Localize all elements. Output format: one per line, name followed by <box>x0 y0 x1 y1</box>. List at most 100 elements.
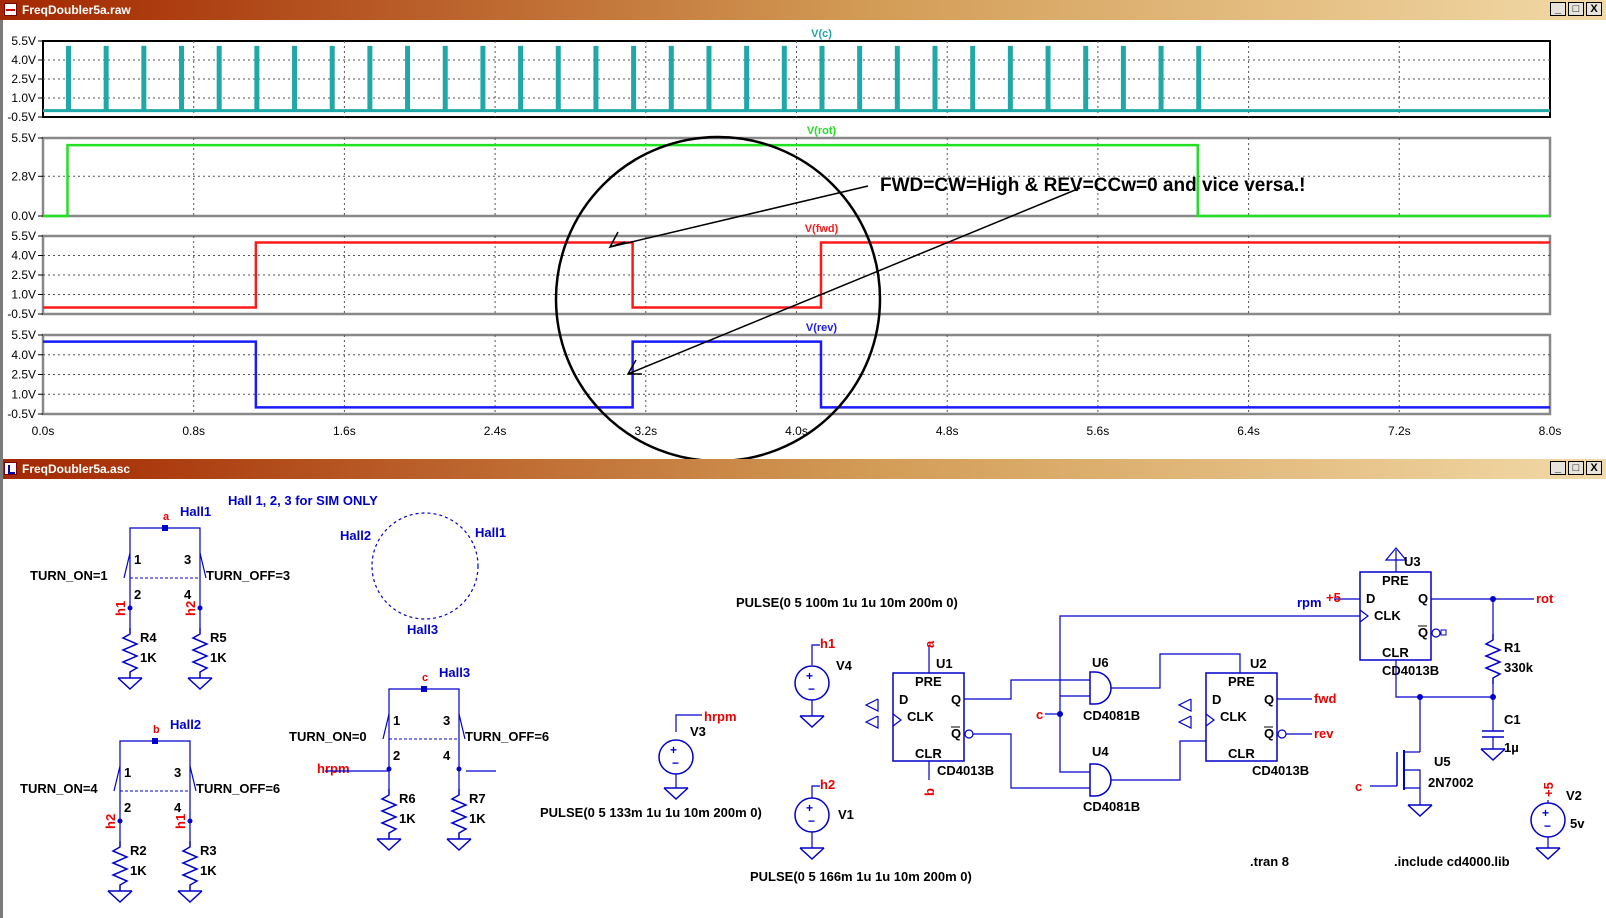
net-label-h2: h2 <box>820 777 835 792</box>
svg-text:−: − <box>808 814 815 828</box>
source-v2[interactable]: +5 +− V2 5v <box>1530 782 1585 860</box>
svg-text:Q: Q <box>1418 591 1428 606</box>
svg-text:2: 2 <box>124 800 131 815</box>
hall-ring-label-1: Hall1 <box>475 525 506 540</box>
annotation-text: FWD=CW=High & REV=CCw=0 and vice versa.! <box>880 175 1306 196</box>
source-v4[interactable]: PULSE(0 5 100m 1u 1u 10m 200m 0) h1 +− V… <box>736 595 958 728</box>
tran-directive: .tran 8 <box>1250 854 1289 869</box>
v1-pulse: PULSE(0 5 166m 1u 1u 10m 200m 0) <box>750 869 972 884</box>
svg-text:3: 3 <box>443 713 450 728</box>
trace-vrot <box>43 143 1550 218</box>
resistor-r1[interactable]: R1 330k <box>1485 599 1534 685</box>
y-tick-label: -0.5V <box>7 407 36 421</box>
u1-name: U1 <box>936 656 953 671</box>
u3-part: CD4013B <box>1382 663 1439 678</box>
restore-button[interactable]: □ <box>1568 461 1584 475</box>
x-tick-label: 2.4s <box>484 424 507 438</box>
y-tick-label: 5.5V <box>11 328 36 342</box>
flipflop-u3[interactable]: PRE CLR D CLK Q Q U3 CD4013B <box>1359 547 1447 678</box>
close-button[interactable]: X <box>1586 461 1602 475</box>
net-label-h1: h1 <box>820 636 835 651</box>
close-button[interactable]: X <box>1586 2 1602 16</box>
and-gate-u6[interactable]: U6 CD4081B <box>1083 655 1140 723</box>
svg-text:Q: Q <box>1264 692 1274 707</box>
x-tick-label: 4.8s <box>936 424 959 438</box>
annotation-arrow-2 <box>627 187 1081 375</box>
svg-text:−: − <box>1544 819 1551 833</box>
y-tick-label: 5.5V <box>11 34 36 48</box>
trace-label: V(rev) <box>806 322 838 334</box>
u4-name: U4 <box>1092 744 1109 759</box>
trace-vfwd <box>43 241 1550 309</box>
svg-text:+: + <box>1542 806 1549 820</box>
svg-text:Hall3: Hall3 <box>439 665 470 680</box>
u3-name: U3 <box>1404 554 1421 569</box>
net-label-rot: rot <box>1536 591 1554 606</box>
y-tick-label: 1.0V <box>11 91 36 105</box>
svg-text:R5: R5 <box>210 630 227 645</box>
x-tick-label: 7.2s <box>1388 424 1411 438</box>
net-label-plus5: +5 <box>1326 590 1341 605</box>
svg-text:Hall1: Hall1 <box>180 504 211 519</box>
net-label-rev: rev <box>1314 726 1334 741</box>
svg-text:D: D <box>899 692 908 707</box>
svg-text:h2: h2 <box>103 814 118 829</box>
svg-text:TURN_OFF=3: TURN_OFF=3 <box>206 568 290 583</box>
x-tick-label: 1.6s <box>333 424 356 438</box>
y-tick-label: 2.5V <box>11 368 36 382</box>
annotation-group: FWD=CW=High & REV=CCw=0 and vice versa.! <box>554 135 1306 459</box>
y-tick-label: 0.0V <box>11 209 36 223</box>
minimize-button[interactable]: _ <box>1550 2 1566 16</box>
x-tick-label: 4.0s <box>785 424 808 438</box>
svg-text:1: 1 <box>393 713 400 728</box>
u4-part: CD4081B <box>1083 799 1140 814</box>
net-label-fwd: fwd <box>1314 691 1336 706</box>
y-tick-label: 4.0V <box>11 348 36 362</box>
svg-text:4: 4 <box>184 587 192 602</box>
waveform-window-title: FreqDoubler5a.raw <box>22 3 131 17</box>
waveform-window-titlebar[interactable]: FreqDoubler5a.raw _ □ X <box>0 0 1606 20</box>
y-tick-label: -0.5V <box>7 307 36 321</box>
minimize-button[interactable]: _ <box>1550 461 1566 475</box>
svg-text:330k: 330k <box>1504 660 1534 675</box>
y-tick-label: 2.5V <box>11 268 36 282</box>
schematic-window-titlebar[interactable]: FreqDoubler5a.asc _ □ X <box>0 459 1606 479</box>
svg-text:Hall2: Hall2 <box>170 717 201 732</box>
trace-label: V(c) <box>811 28 832 40</box>
svg-text:D: D <box>1366 591 1375 606</box>
y-tick-label: 5.5V <box>11 131 36 145</box>
svg-text:1: 1 <box>124 765 131 780</box>
waveform-plot-area[interactable]: 5.5V4.0V2.5V1.0V-0.5VV(c)5.5V2.8V0.0VV(r… <box>0 20 1606 459</box>
source-v1[interactable]: h2 +− V1 PULSE(0 5 166m 1u 1u 10m 200m 0… <box>750 777 972 884</box>
svg-text:R7: R7 <box>469 791 486 806</box>
capacitor-c1[interactable]: C1 1µ <box>1480 697 1521 761</box>
restore-button[interactable]: □ <box>1568 2 1584 16</box>
and-gate-u4[interactable]: U4 CD4081B <box>1083 744 1140 814</box>
svg-text:c: c <box>422 672 428 684</box>
flipflop-u2[interactable]: PRE CLR D CLK Q Q U2 CD4013B fwd rev <box>1177 656 1336 778</box>
schematic-canvas[interactable]: Hall 1, 2, 3 for SIM ONLY Hall2 Hall1 Ha… <box>0 479 1606 918</box>
schematic-window-icon <box>4 462 17 475</box>
v4-name: V4 <box>836 658 853 673</box>
svg-text:+: + <box>806 801 813 815</box>
u1-clr-net: b <box>922 788 937 796</box>
mosfet-u5[interactable]: c U5 2N7002 <box>1355 697 1474 817</box>
svg-text:CLR: CLR <box>1228 746 1255 761</box>
v2-name: V2 <box>1566 788 1582 803</box>
svg-text:TURN_OFF=6: TURN_OFF=6 <box>196 781 280 796</box>
svg-text:R3: R3 <box>200 843 217 858</box>
svg-text:−: − <box>672 756 679 770</box>
v3-name: V3 <box>690 724 706 739</box>
y-tick-label: -0.5V <box>7 110 36 124</box>
svg-text:TURN_ON=0: TURN_ON=0 <box>289 729 367 744</box>
svg-text:D: D <box>1212 692 1221 707</box>
svg-text:C1: C1 <box>1504 712 1521 727</box>
x-tick-label: 6.4s <box>1237 424 1260 438</box>
schematic-window-title: FreqDoubler5a.asc <box>22 462 131 476</box>
svg-text:+: + <box>806 669 813 683</box>
source-v3[interactable]: +− hrpm V3 PULSE(0 5 133m 1u 1u 10m 200m… <box>540 709 762 820</box>
flipflop-u1[interactable]: a b PRE CLR D CLK Q Q U1 CD4013B <box>864 640 994 796</box>
